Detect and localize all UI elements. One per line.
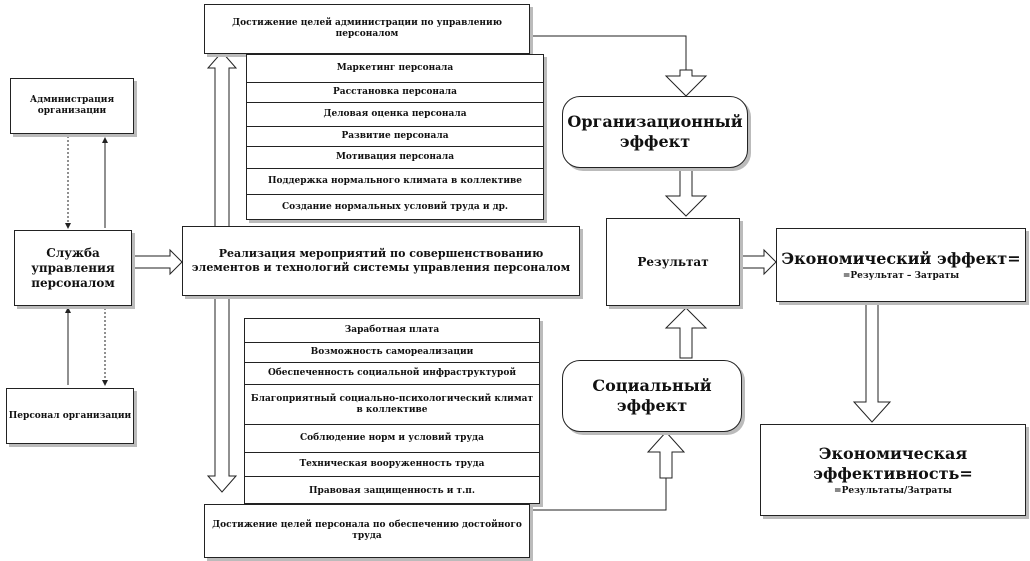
implementation-text: Реализация мероприятий по совершенствова… <box>191 246 571 274</box>
org-effect-box: Организационный эффект <box>562 96 748 168</box>
staff-org-text: Персонал организации <box>8 410 132 421</box>
hr-to-implementation-arrow <box>133 248 183 276</box>
social-factors-list: Заработная плата Возможность самореализа… <box>244 318 540 504</box>
social-effect-text: Социальный эффект <box>592 376 712 415</box>
list-item: Обеспеченность социальной инфраструктуро… <box>245 363 539 385</box>
list-item: Правовая защищенность и т.п. <box>309 485 475 496</box>
list-item: Деловая оценка персонала <box>247 103 543 127</box>
result-box: Результат <box>606 218 740 306</box>
staff-goals-box: Достижение целей персонала по обеспечени… <box>204 504 530 558</box>
list-item: Создание нормальных условий труда и др. <box>281 201 509 212</box>
org-effect-text: Организационный эффект <box>567 112 743 151</box>
admin-org-box: Администрация организации <box>10 78 134 134</box>
list-item: Развитие персонала <box>247 127 543 147</box>
admin-goals-text: Достижение целей администрации по управл… <box>232 18 502 39</box>
econ-effect-formula: =Результат – Затраты <box>842 271 960 281</box>
staff-goals-text: Достижение целей персонала по обеспечени… <box>212 520 522 541</box>
admin-goals-box: Достижение целей администрации по управл… <box>204 4 530 54</box>
to-social-effect-arrow <box>646 431 686 479</box>
list-item: Маркетинг персонала <box>247 55 543 83</box>
econ-efficiency-formula: =Результаты/Затраты <box>834 486 952 496</box>
admin-goals-connector <box>530 35 687 70</box>
hr-service-box: Служба управления персоналом <box>14 230 132 306</box>
staff-goals-connector <box>530 460 667 511</box>
list-item: Благоприятный социально-психологический … <box>245 385 539 425</box>
list-item: Соблюдение норм и условий труда <box>245 425 539 453</box>
management-functions-list: Маркетинг персонала Расстановка персонал… <box>246 54 544 220</box>
org-effect-to-result-arrow <box>664 167 708 217</box>
result-to-econ-effect-arrow <box>739 248 777 276</box>
result-text: Результат <box>637 254 709 269</box>
econ-efficiency-box: Экономическая эффективность= =Результаты… <box>760 424 1026 516</box>
econ-effect-box: Экономический эффект= =Результат – Затра… <box>776 228 1026 302</box>
social-effect-box: Социальный эффект <box>562 360 742 432</box>
to-org-effect-arrow <box>664 69 708 97</box>
list-item: Возможность самореализации <box>245 343 539 363</box>
admin-org-text: Администрация организации <box>29 95 115 116</box>
econ-effect-to-efficiency-arrow <box>852 303 892 423</box>
list-item: Мотивация персонала <box>247 147 543 169</box>
list-item: Заработная плата <box>245 319 539 343</box>
list-item: Поддержка нормального климата в коллекти… <box>247 169 543 195</box>
hr-service-text: Служба управления персоналом <box>31 245 115 290</box>
social-effect-to-result-arrow <box>664 307 708 359</box>
list-item: Техническая вооруженность труда <box>245 453 539 477</box>
staff-org-box: Персонал организации <box>6 388 134 444</box>
econ-efficiency-title: Экономическая эффективность= <box>813 444 973 483</box>
econ-effect-title: Экономический эффект= <box>781 249 1021 268</box>
implementation-box: Реализация мероприятий по совершенствова… <box>182 226 580 296</box>
list-item: Расстановка персонала <box>247 83 543 103</box>
